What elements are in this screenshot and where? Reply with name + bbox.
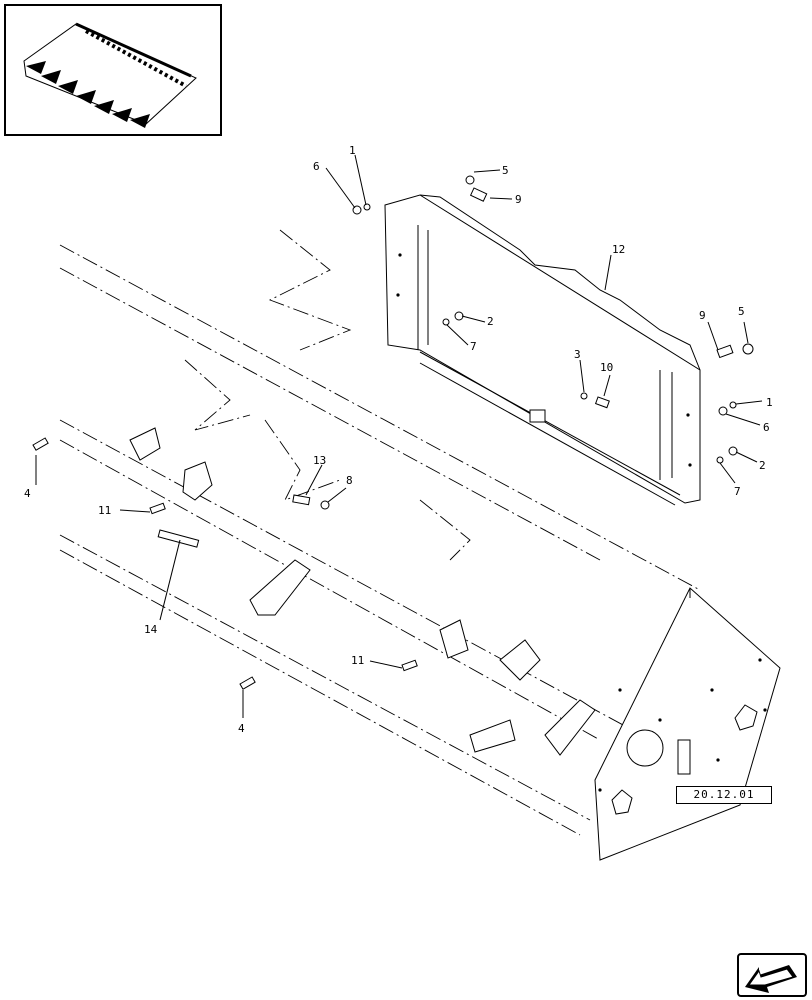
callout-7: 7 [734,485,741,498]
trough-brackets [129,427,596,756]
callout-6: 6 [763,421,770,434]
callout-14: 14 [144,623,158,636]
callout-1: 1 [349,144,356,157]
section-reference-label: 20.12.01 [676,786,772,804]
callout-8: 8 [346,474,353,487]
callout-11: 11 [351,654,364,667]
callout-12: 12 [612,243,625,256]
callout-1: 1 [766,396,773,409]
machine-thumbnail [4,4,222,136]
callout-2: 2 [759,459,766,472]
callout-4: 4 [24,487,31,500]
callout-7: 7 [470,340,477,353]
callout-13: 13 [313,454,326,467]
callout-2: 2 [487,315,494,328]
previous-page-button[interactable] [737,953,807,997]
callout-6: 6 [313,160,320,173]
header-frame-outline [59,229,701,836]
callout-5: 5 [738,305,745,318]
callout-3: 3 [574,348,581,361]
callout-4: 4 [238,722,245,735]
arrow-icon [745,965,797,993]
callout-9: 9 [515,193,522,206]
leader-lines [35,154,763,718]
shield-panel [384,194,701,506]
callout-10: 10 [600,361,613,374]
header-end-plate [594,587,781,861]
callout-11: 11 [98,504,111,517]
corn-header-icon [23,22,197,128]
callout-numbers: 1 6 5 9 12 2 7 9 5 3 10 1 6 2 7 4 13 8 1… [24,144,773,735]
callout-9: 9 [699,309,706,322]
callout-5: 5 [502,164,509,177]
